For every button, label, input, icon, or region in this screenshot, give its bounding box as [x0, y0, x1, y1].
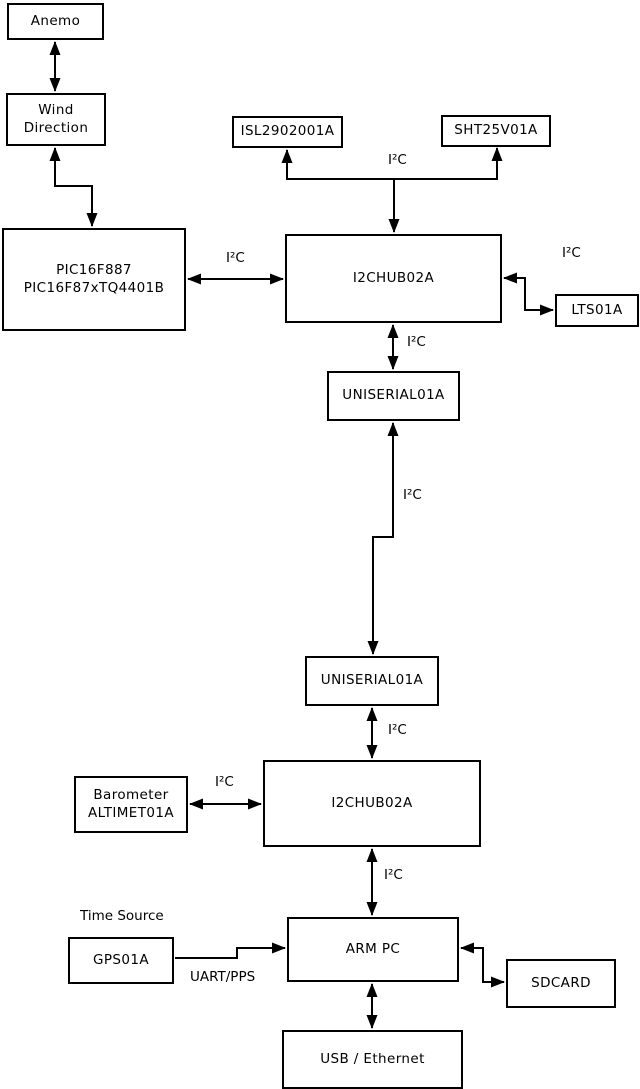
- node-uniserial01a-2-label: UNISERIAL01A: [320, 672, 424, 689]
- node-i2chub02a-2: I2CHUB02A: [263, 760, 481, 847]
- edge-gps-armpc: [175, 942, 286, 959]
- node-arm-pc: ARM PC: [287, 917, 459, 982]
- node-i2chub02a-1: I2CHUB02A: [285, 234, 502, 323]
- edge-label-i2c-barometer-hub2: I²C: [215, 774, 234, 790]
- edge-wind-direction-pic: [49, 147, 98, 227]
- node-isl2902001a: ISL2902001A: [232, 116, 343, 148]
- node-uniserial01a-1-label: UNISERIAL01A: [342, 387, 445, 404]
- node-barometer: Barometer ALTIMET01A: [74, 776, 188, 833]
- node-uniserial01a-1: UNISERIAL01A: [327, 371, 460, 421]
- edge-label-i2c-hub2-armpc: I²C: [384, 867, 403, 883]
- edge-label-i2c-long-link: I²C: [403, 487, 422, 503]
- edge-uniserial1-uniserial2: [367, 422, 399, 655]
- node-usb-ethernet-label: USB / Ethernet: [320, 1050, 425, 1067]
- edge-label-i2c-uniserial2-hub2: I²C: [388, 722, 407, 738]
- node-wind-direction-label-line2: Direction: [23, 119, 89, 136]
- node-pic-label-line2: PIC16F87xTQ4401B: [23, 279, 165, 296]
- node-gps01a: GPS01A: [68, 937, 174, 984]
- edge-bus-isl-sht: [281, 147, 503, 180]
- node-wind-direction: Wind Direction: [6, 93, 106, 146]
- node-anemo-label: Anemo: [30, 12, 81, 29]
- node-pic-label-line1: PIC16F887: [56, 261, 132, 278]
- node-usb-ethernet: USB / Ethernet: [282, 1030, 463, 1089]
- node-gps01a-label: GPS01A: [93, 951, 149, 968]
- node-barometer-label-line1: Barometer: [93, 786, 169, 803]
- node-isl2902001a-label: ISL2902001A: [240, 123, 335, 140]
- edge-label-i2c-hub1-uniserial1: I²C: [407, 334, 426, 350]
- node-pic: PIC16F887 PIC16F87xTQ4401B: [2, 228, 186, 331]
- node-uniserial01a-2: UNISERIAL01A: [305, 656, 439, 706]
- node-arm-pc-label: ARM PC: [345, 940, 401, 957]
- node-sdcard-label: SDCARD: [531, 974, 591, 991]
- node-lts01a: LTS01A: [555, 294, 639, 327]
- edge-label-i2c-pic-hub1: I²C: [226, 250, 245, 266]
- node-sht25v01a-label: SHT25V01A: [454, 122, 538, 139]
- node-anemo: Anemo: [7, 3, 104, 40]
- node-barometer-label-line2: ALTIMET01A: [88, 804, 174, 821]
- edge-armpc-sdcard: [460, 942, 505, 988]
- node-wind-direction-label-line1: Wind: [38, 101, 74, 118]
- edge-label-i2c-hub1-lts: I²C: [562, 245, 581, 261]
- label-time-source: Time Source: [80, 908, 164, 924]
- edge-label-uart-pps: UART/PPS: [190, 969, 256, 985]
- node-i2chub02a-1-label: I2CHUB02A: [352, 269, 435, 286]
- node-i2chub02a-2-label: I2CHUB02A: [331, 794, 413, 811]
- edge-hub1-lts: [503, 272, 554, 316]
- node-sht25v01a: SHT25V01A: [441, 115, 551, 147]
- edge-label-i2c-top-bus: I²C: [388, 152, 407, 168]
- node-lts01a-label: LTS01A: [571, 301, 623, 318]
- node-sdcard: SDCARD: [506, 959, 616, 1008]
